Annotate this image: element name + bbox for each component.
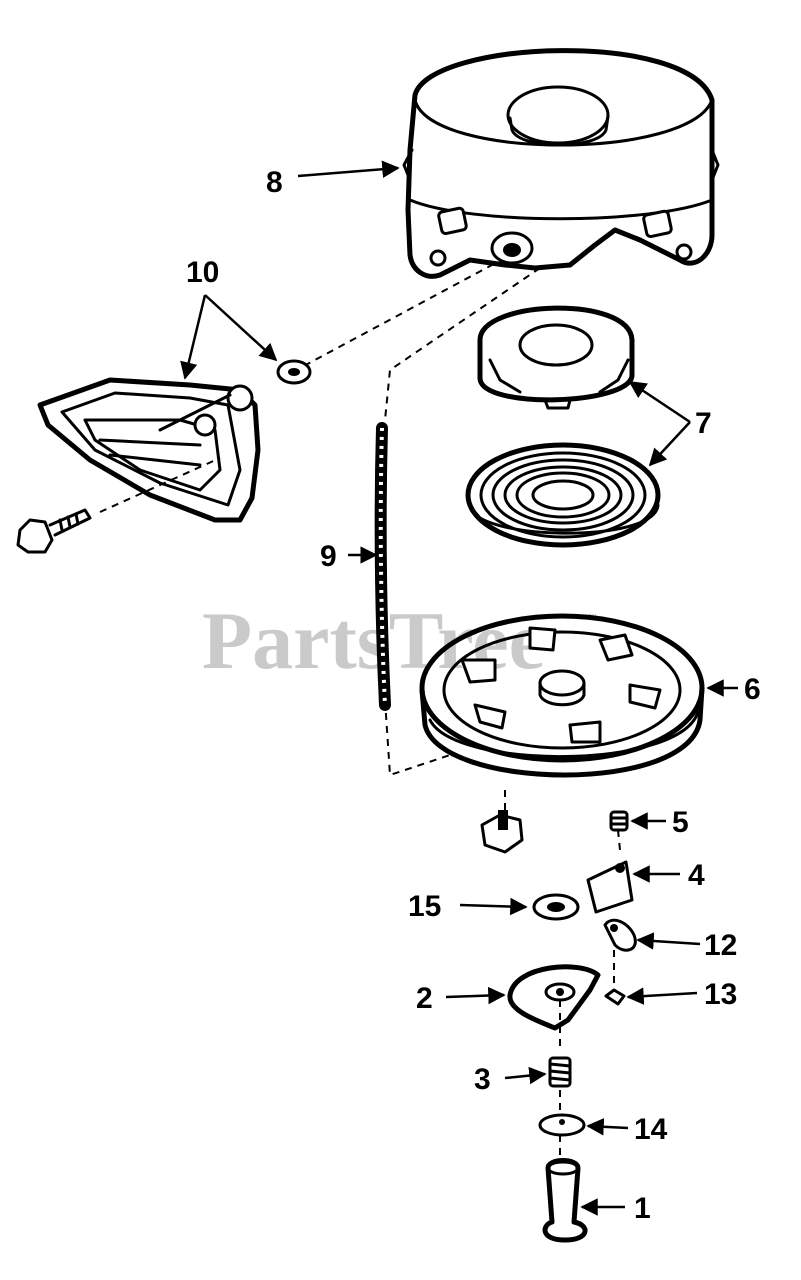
- washer-15-part: [532, 893, 580, 921]
- assembly-guide-lines: [99, 257, 621, 1160]
- washer-14-part: [538, 1113, 586, 1137]
- spring-3-part: [548, 1056, 572, 1088]
- callout-10: 10: [186, 256, 219, 289]
- pin-1-part: [542, 1158, 588, 1243]
- callout-2: 2: [416, 982, 433, 1015]
- starter-handle-part: [37, 377, 261, 523]
- callout-6: 6: [744, 673, 761, 706]
- handle-washer-part: [276, 359, 312, 385]
- handle-screw-part: [16, 508, 92, 554]
- link-12-part: [603, 918, 637, 952]
- starter-rope-part: [374, 422, 391, 711]
- callout-15: 15: [408, 890, 441, 923]
- callout-4: 4: [688, 859, 705, 892]
- callout-14: 14: [634, 1113, 668, 1146]
- spring-cup-part: [477, 305, 635, 410]
- callout-3: 3: [474, 1063, 491, 1096]
- screw-13-part: [604, 988, 626, 1006]
- pawl-4-part: [586, 860, 634, 914]
- recoil-spring-part: [465, 442, 661, 548]
- callout-labels: 8 10 7 9 6 5 4 15 12 2 13 3 14 1: [186, 166, 761, 1225]
- starter-housing-part: [402, 48, 720, 279]
- callout-8: 8: [266, 166, 283, 199]
- spring-5-part: [609, 810, 629, 832]
- pulley-stud-part: [480, 810, 524, 854]
- callout-7: 7: [695, 407, 712, 440]
- pulley-part: [419, 613, 705, 778]
- callout-12: 12: [704, 929, 737, 962]
- leader-lines: [180, 160, 738, 1216]
- callout-1: 1: [634, 1192, 651, 1225]
- retainer-2-part: [507, 964, 601, 1031]
- callout-13: 13: [704, 978, 737, 1011]
- callout-9: 9: [320, 540, 337, 573]
- callout-5: 5: [672, 806, 689, 839]
